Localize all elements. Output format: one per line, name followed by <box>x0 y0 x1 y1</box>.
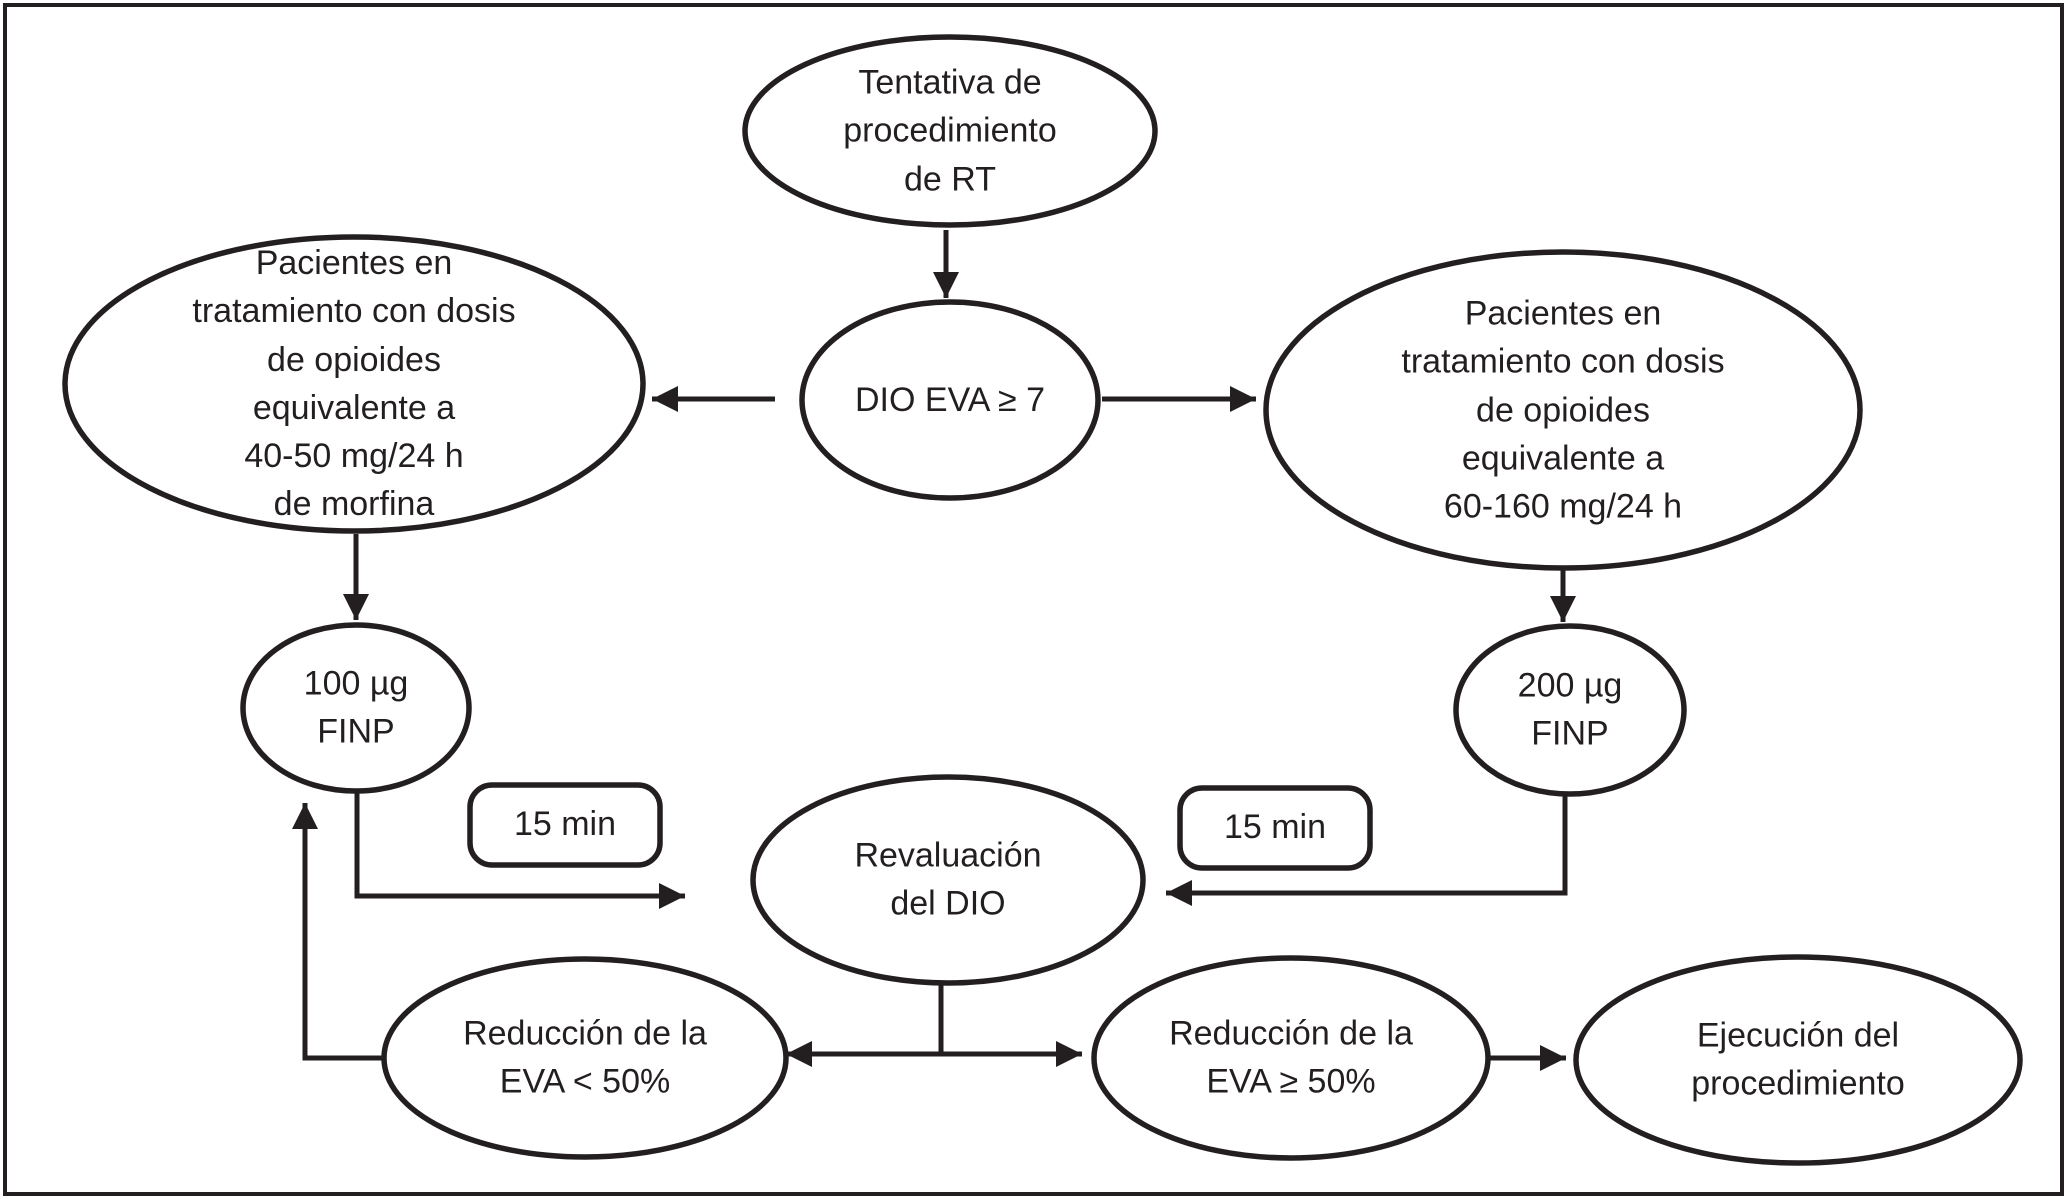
pacientes-der-ellipse <box>1263 249 1863 571</box>
ejecucion-label: Ejecución del procedimiento <box>1691 1016 1905 1103</box>
eva-menor-label: Reducción de la EVA < 50% <box>463 1014 707 1101</box>
arrow-finp100-to-revaluacion <box>354 793 685 909</box>
ejecucion-ellipse <box>1573 954 2023 1166</box>
tentativa-label: Tentativa de procedimiento de RT <box>843 63 1057 199</box>
pacientes-izq-ellipse <box>62 234 646 534</box>
arrow-finp200-to-revaluacion <box>1166 796 1568 906</box>
pacientes-izq-label: Pacientes en tratamiento con dosis de op… <box>192 244 516 524</box>
eva-mayor-label: Reducción de la EVA ≥ 50% <box>1169 1014 1413 1101</box>
delay-izq-box <box>467 782 663 868</box>
finp100-ellipse <box>240 622 472 794</box>
eva-mayor-ellipse <box>1091 955 1491 1161</box>
tentativa-ellipse <box>742 34 1158 228</box>
dio-label: DIO EVA ≥ 7 <box>855 380 1045 419</box>
delay-der-label: 15 min <box>1223 807 1327 846</box>
dio-ellipse <box>799 299 1101 501</box>
revaluacion-ellipse <box>750 774 1146 986</box>
delay-izq-label: 15 min <box>513 804 617 843</box>
arrow-eva-menor-loop-to-finp100 <box>292 803 390 1061</box>
eva-menor-ellipse <box>381 956 789 1160</box>
finp100-label: 100 µg FINP <box>303 664 409 751</box>
figure-border <box>3 3 2064 1196</box>
pacientes-der-label: Pacientes en tratamiento con dosis de op… <box>1401 294 1725 526</box>
delay-der-box <box>1177 785 1373 871</box>
finp200-label: 200 µg FINP <box>1517 666 1623 753</box>
finp200-ellipse <box>1453 623 1687 797</box>
revaluacion-label: Revaluación del DIO <box>854 836 1042 923</box>
